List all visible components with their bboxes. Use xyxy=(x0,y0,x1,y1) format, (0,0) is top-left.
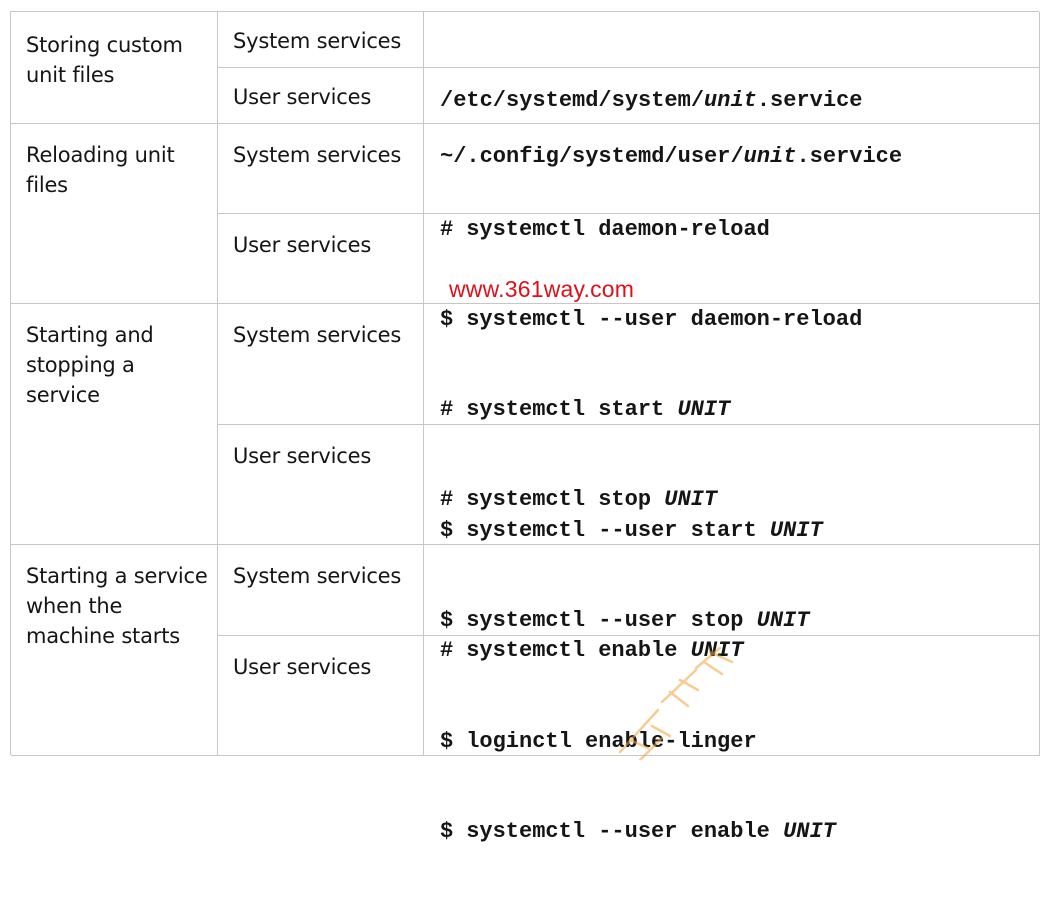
command-unit-placeholder: UNIT xyxy=(677,397,731,422)
command-text: systemctl stop xyxy=(466,487,665,512)
service-type-cell: User services xyxy=(218,214,424,304)
service-type-label: User services xyxy=(233,655,372,679)
command-text: systemctl --user stop xyxy=(466,608,757,633)
command-cell: ~/.config/systemd/user/unit.service xyxy=(424,68,1040,169)
command-unit-placeholder: unit xyxy=(704,88,757,113)
command-cell: $ systemctl --user start UNIT $ systemctl … xyxy=(424,425,1040,633)
topic-text: Reloading unit files xyxy=(26,143,175,197)
command-line: # systemctl stop UNIT xyxy=(440,485,1039,515)
service-type-cell: User services xyxy=(218,425,424,545)
command-prompt: $ xyxy=(440,729,454,754)
service-type-cell: User services xyxy=(218,68,424,124)
command-text: loginctl enable-linger xyxy=(466,729,757,754)
topic-cell: Starting a service when the machine star… xyxy=(11,545,218,756)
command-unit-placeholder: UNIT xyxy=(756,608,810,633)
service-type-label: User services xyxy=(233,444,372,468)
service-type-label: User services xyxy=(233,85,372,109)
command-unit-placeholder: UNIT xyxy=(769,518,823,543)
command-cell: # systemctl start UNIT # systemctl stop UN… xyxy=(424,304,1040,512)
command-line: $ loginctl enable-linger xyxy=(440,727,1039,757)
service-type-label: System services xyxy=(233,29,402,53)
service-type-label: System services xyxy=(233,323,402,347)
command-unit-placeholder: unit xyxy=(743,144,797,169)
command-text: systemctl --user daemon-reload xyxy=(466,307,863,332)
service-type-cell: User services xyxy=(218,636,424,756)
site-watermark: www.361way.com xyxy=(449,276,635,302)
command-prompt: $ xyxy=(440,608,454,633)
command-line: ~/.config/systemd/user/unit.service xyxy=(440,142,1039,172)
service-type-cell: System services xyxy=(218,545,424,636)
command-prompt: # xyxy=(440,487,454,512)
service-type-cell: System services xyxy=(218,12,424,68)
command-path: ~/.config/systemd/user/ xyxy=(440,144,744,169)
topic-text: Starting and stopping a service xyxy=(26,323,154,407)
command-text: systemctl --user start xyxy=(466,518,770,543)
topic-text: Storing custom unit files xyxy=(26,33,183,87)
command-prompt: $ xyxy=(440,819,454,844)
command-line: /etc/systemd/system/unit.service xyxy=(440,86,1039,116)
command-unit-placeholder: UNIT xyxy=(664,487,718,512)
command-line: #systemctl enable UNIT xyxy=(440,636,1039,666)
command-line: $ systemctl --user stop UNIT xyxy=(440,606,1039,636)
command-line: $ systemctl --user start UNIT xyxy=(440,516,1039,546)
command-suffix: .service xyxy=(756,88,863,113)
topic-text: Starting a service when the machine star… xyxy=(26,564,208,648)
command-cell: $ systemctl --user daemon-reload xyxy=(424,214,1040,332)
command-prompt: # xyxy=(440,638,454,663)
command-prompt: $ xyxy=(440,307,454,332)
command-cell: # systemctl enable UNIT xyxy=(424,545,1040,663)
command-prompt: # xyxy=(440,397,454,422)
service-type-label: User services xyxy=(233,233,372,257)
command-suffix: .service xyxy=(796,144,903,169)
topic-cell: Storing custom unit files xyxy=(11,12,218,124)
topic-cell: Reloading unit files xyxy=(11,124,218,304)
command-text: systemctl daemon-reload xyxy=(466,217,770,242)
command-cell: # systemctl daemon-reload xyxy=(424,124,1040,242)
service-type-label: System services xyxy=(233,564,402,588)
topic-cell: Starting and stopping a service xyxy=(11,304,218,545)
command-unit-placeholder: UNIT xyxy=(783,819,836,844)
service-type-cell: System services xyxy=(218,124,424,214)
command-text: systemctl --user enable xyxy=(466,819,784,844)
command-prompt: # xyxy=(440,217,454,242)
command-line: $ systemctl --user daemon-reload xyxy=(440,305,1039,335)
command-cell: /etc/systemd/system/unit.service xyxy=(424,12,1040,113)
command-text: systemctl start xyxy=(466,397,678,422)
command-text: systemctl enable xyxy=(466,638,691,663)
service-type-label: System services xyxy=(233,143,402,167)
command-line: $ systemctl --user enable UNIT xyxy=(440,817,1039,847)
command-cell: $ loginctl enable-linger $ systemctl --use… xyxy=(424,636,1040,844)
command-line: # systemctl daemon-reload xyxy=(440,215,1039,245)
service-type-cell: System services xyxy=(218,304,424,425)
command-line: # systemctl start UNIT xyxy=(440,395,1039,425)
command-path: /etc/systemd/system/ xyxy=(440,88,705,113)
command-prompt: $ xyxy=(440,518,454,543)
systemd-reference-table: Storing custom unit files System service… xyxy=(10,11,1040,844)
